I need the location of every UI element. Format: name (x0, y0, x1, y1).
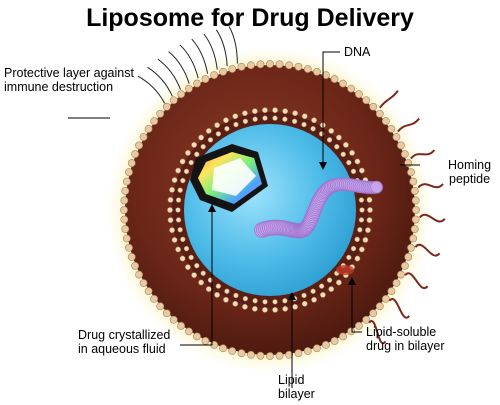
arrow-lipid-bilayer (288, 292, 296, 300)
homing-peptides (368, 90, 446, 345)
label-lipid-bilayer: Lipid bilayer (278, 373, 315, 401)
label-homing-peptide: Homing peptide (448, 158, 492, 186)
outer-lipid-heads (120, 60, 420, 360)
dna-strand (254, 177, 384, 239)
pointer-drug-crystal (180, 212, 213, 346)
protective-layer-tails (137, 26, 238, 104)
inner-lipid-heads (167, 107, 373, 313)
pointer-dna (322, 51, 340, 162)
label-dna: DNA (344, 45, 371, 59)
arrow-dna (319, 162, 327, 170)
lipid-soluble-drug-spot (336, 265, 354, 275)
pointer-lipid-soluble (351, 285, 362, 333)
label-lipid-soluble: Lipid-soluble drug in bilayer (366, 325, 445, 353)
label-drug-crystallized: Drug crystallized in aqueous fluid (78, 328, 171, 356)
arrow-drug-crystal (208, 204, 216, 212)
arrow-lipid-soluble (348, 277, 356, 285)
label-protective-layer: Protective layer against immune destruct… (4, 66, 134, 94)
diagram-title: Liposome for Drug Delivery (86, 4, 414, 32)
drug-crystal (190, 144, 268, 212)
